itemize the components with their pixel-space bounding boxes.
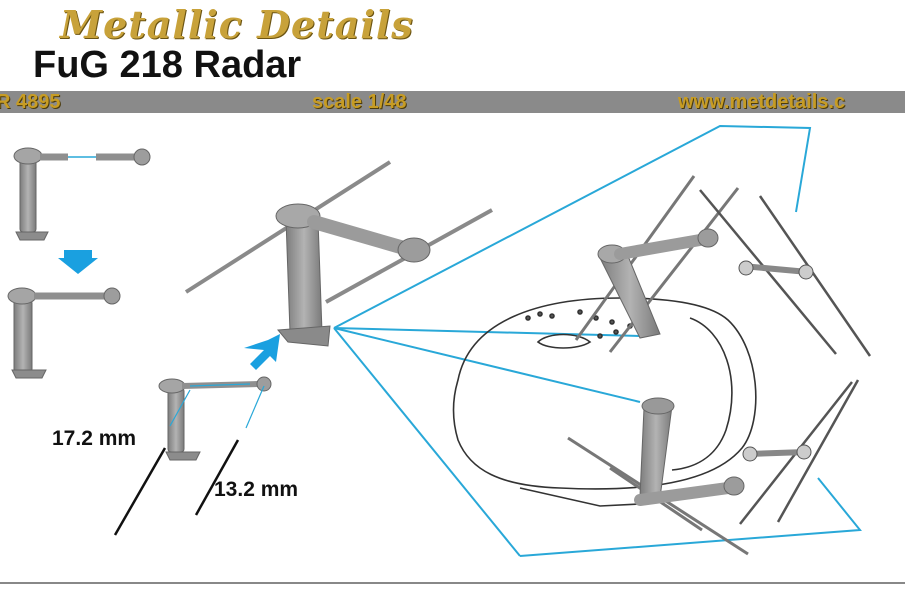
bottom-divider	[0, 582, 905, 584]
measure-line-short	[194, 439, 240, 516]
product-code: R 4895	[0, 91, 61, 113]
page-title: FuG 218 Radar	[33, 44, 302, 86]
measure-label-long: 17.2 mm	[52, 427, 137, 450]
arrow-down-icon	[58, 250, 98, 274]
installed-upper-antenna	[574, 175, 872, 357]
aircraft-nose-outline	[452, 297, 757, 507]
guide-lines	[333, 124, 862, 557]
part-step-1	[13, 147, 151, 241]
website-url: www.metdetails.c	[678, 91, 846, 113]
header-band: R 4895 scale 1/48 www.metdetails.c	[0, 91, 905, 113]
part-step-3	[158, 376, 272, 461]
installed-lower-antenna	[567, 379, 860, 556]
measure-line-long	[113, 447, 167, 536]
brand-logo: Metallic Details	[60, 2, 414, 47]
measure-label-short: 13.2 mm	[214, 478, 299, 501]
arrow-diagonal-icon	[244, 334, 280, 370]
main-antenna-part	[184, 160, 493, 347]
part-step-2	[7, 287, 121, 379]
scale-label: scale 1/48	[312, 91, 407, 113]
